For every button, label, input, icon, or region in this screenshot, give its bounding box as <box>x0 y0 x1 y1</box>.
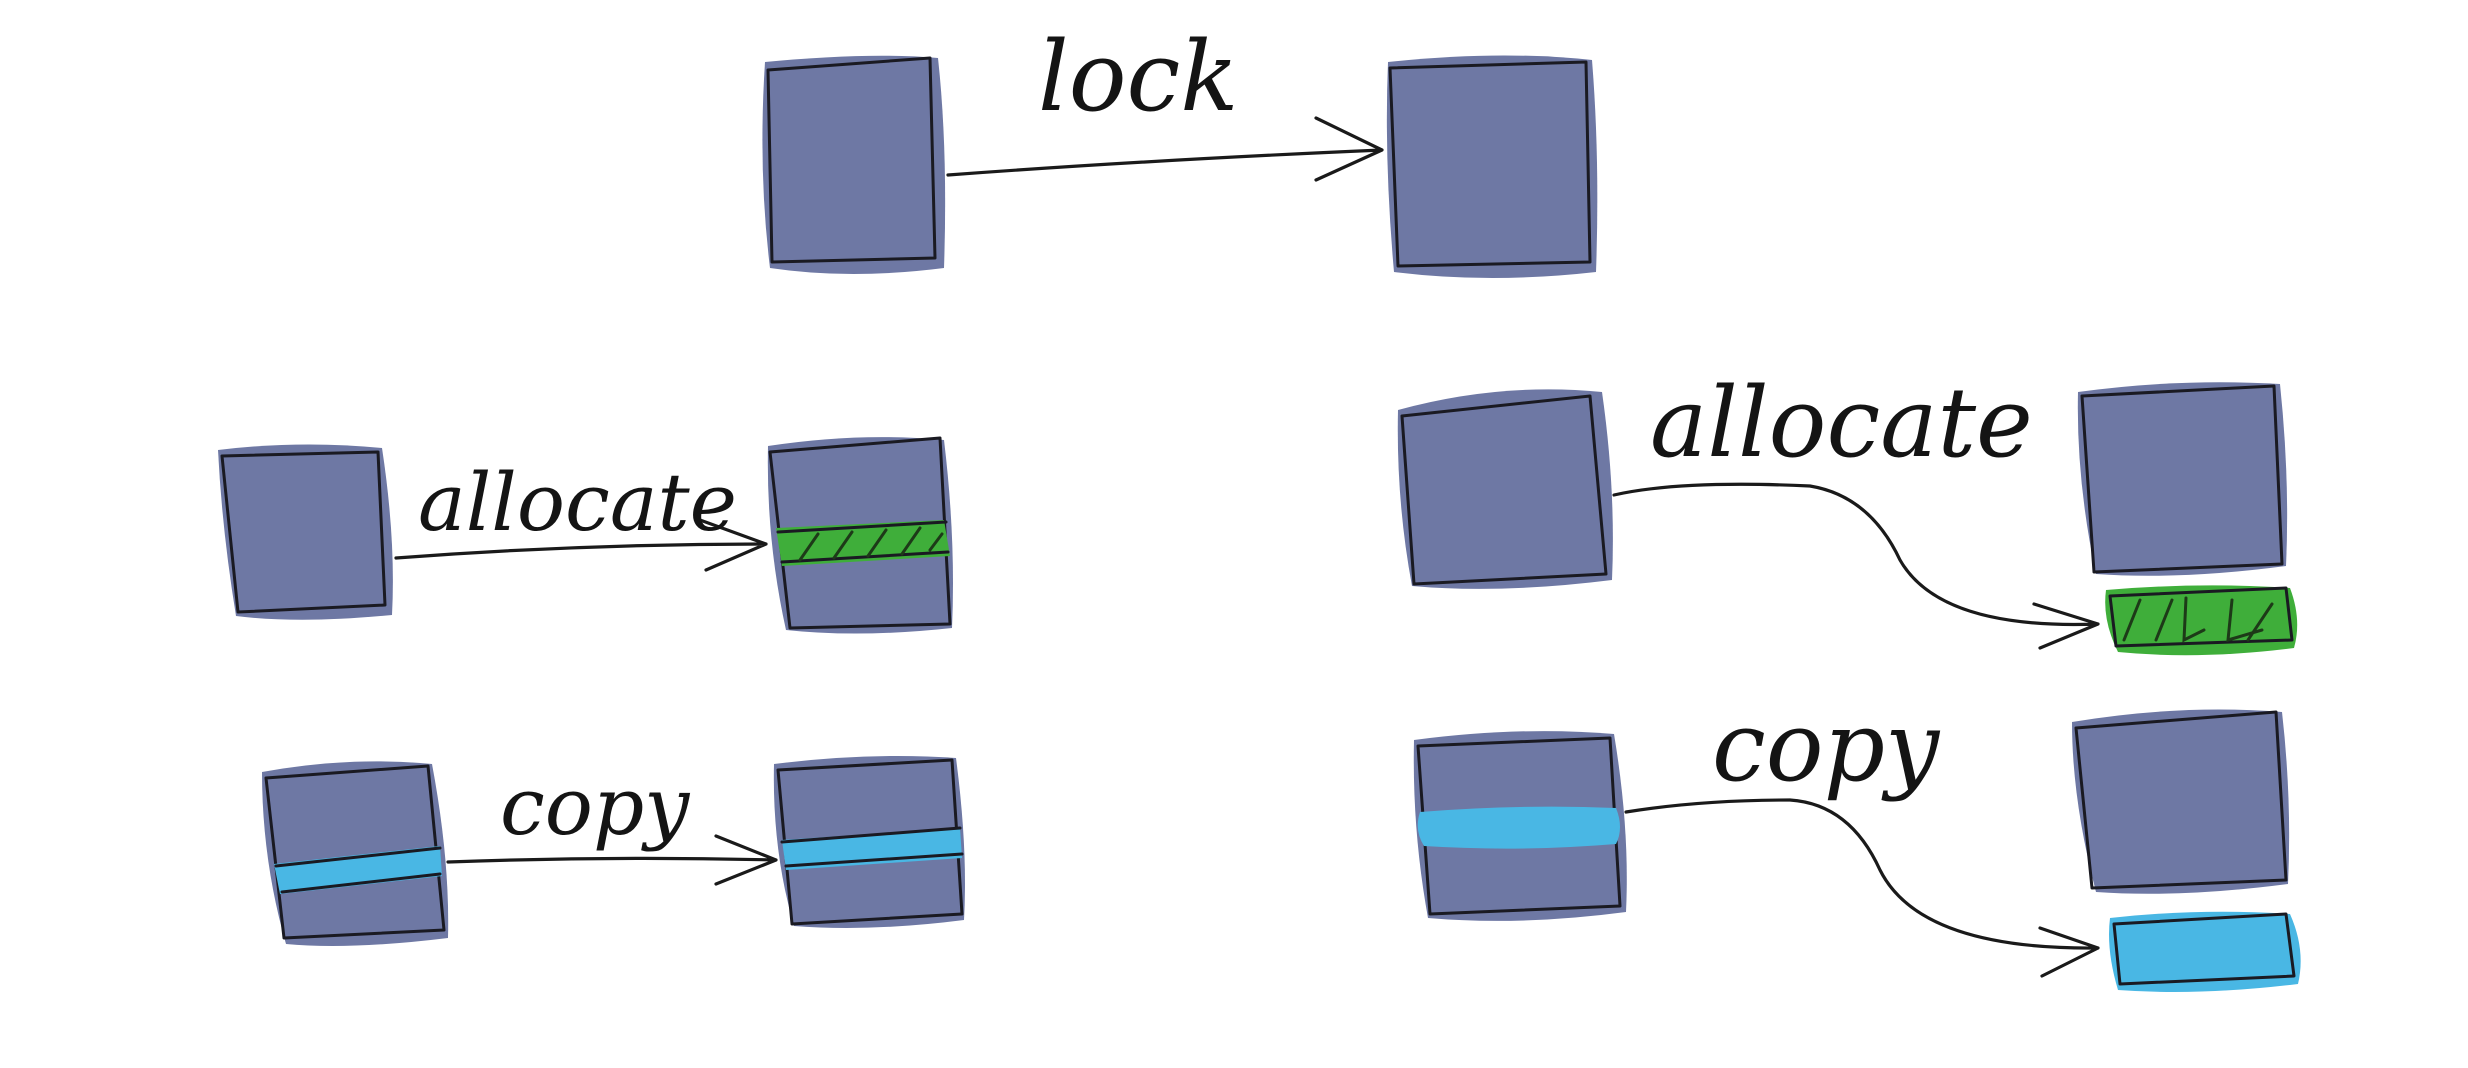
copy-left-source-region <box>274 846 442 894</box>
allocate-right-group: allocate <box>1397 367 2298 656</box>
allocate-right-arrow <box>1612 482 2100 650</box>
allocate-right-label: allocate <box>1650 367 2033 479</box>
copy-left-group: copy <box>262 756 965 946</box>
lock-arrow <box>946 116 1384 182</box>
copy-right-target-block <box>2072 709 2290 894</box>
copy-right-arrow <box>1624 798 2100 978</box>
lock-group: lock <box>762 21 1598 278</box>
allocate-right-new-region <box>2105 585 2298 656</box>
copy-right-new-region <box>2109 911 2301 992</box>
copy-left-arrow <box>446 834 778 886</box>
copy-right-source-block <box>1413 731 1627 921</box>
allocate-left-arrow <box>394 518 768 572</box>
copy-left-target-block <box>773 756 965 928</box>
allocate-left-group: allocate <box>218 436 953 634</box>
allocate-right-target-block <box>2077 382 2288 576</box>
copy-left-source-block <box>262 761 449 946</box>
allocate-left-target-block <box>767 436 953 634</box>
copy-right-source-region <box>1417 806 1620 849</box>
lock-target-block <box>1386 55 1598 278</box>
lock-source-block <box>762 55 946 274</box>
allocate-right-source-block <box>1397 389 1613 589</box>
copy-right-label: copy <box>1712 691 1941 803</box>
allocate-left-label: allocate <box>418 456 737 549</box>
allocate-left-source-block <box>218 444 393 620</box>
copy-left-target-region <box>780 826 964 870</box>
copy-right-group: copy <box>1413 691 2301 992</box>
copy-left-label: copy <box>500 760 691 853</box>
lock-label: lock <box>1038 21 1238 133</box>
allocated-region <box>776 520 950 566</box>
